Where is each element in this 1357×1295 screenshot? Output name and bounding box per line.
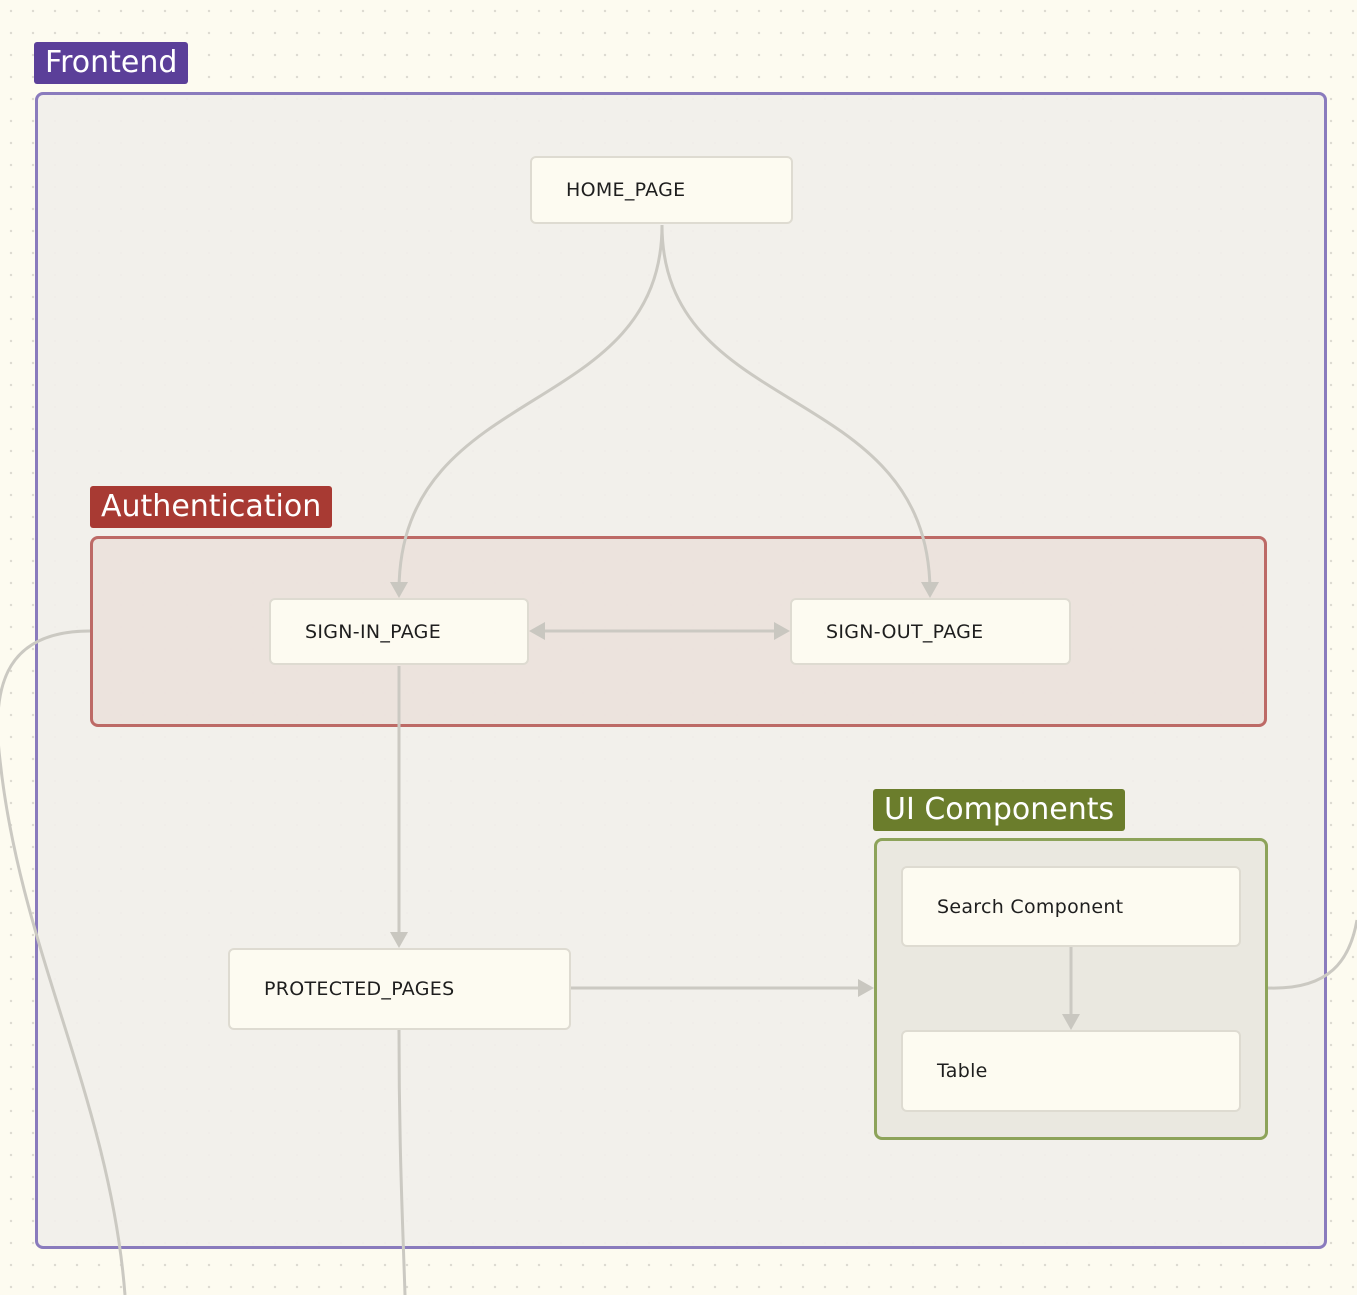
sign-out-page-node[interactable]: SIGN-OUT_PAGE — [790, 598, 1071, 665]
home-page-node[interactable]: HOME_PAGE — [530, 156, 793, 224]
protected-pages-node[interactable]: PROTECTED_PAGES — [228, 948, 571, 1030]
authentication-group — [90, 536, 1267, 727]
ui-components-group-label: UI Components — [873, 789, 1126, 831]
table-node[interactable]: Table — [901, 1030, 1241, 1112]
sign-in-page-node[interactable]: SIGN-IN_PAGE — [269, 598, 529, 665]
frontend-group-label: Frontend — [34, 42, 189, 84]
search-component-node[interactable]: Search Component — [901, 866, 1241, 947]
authentication-group-label: Authentication — [90, 486, 333, 528]
